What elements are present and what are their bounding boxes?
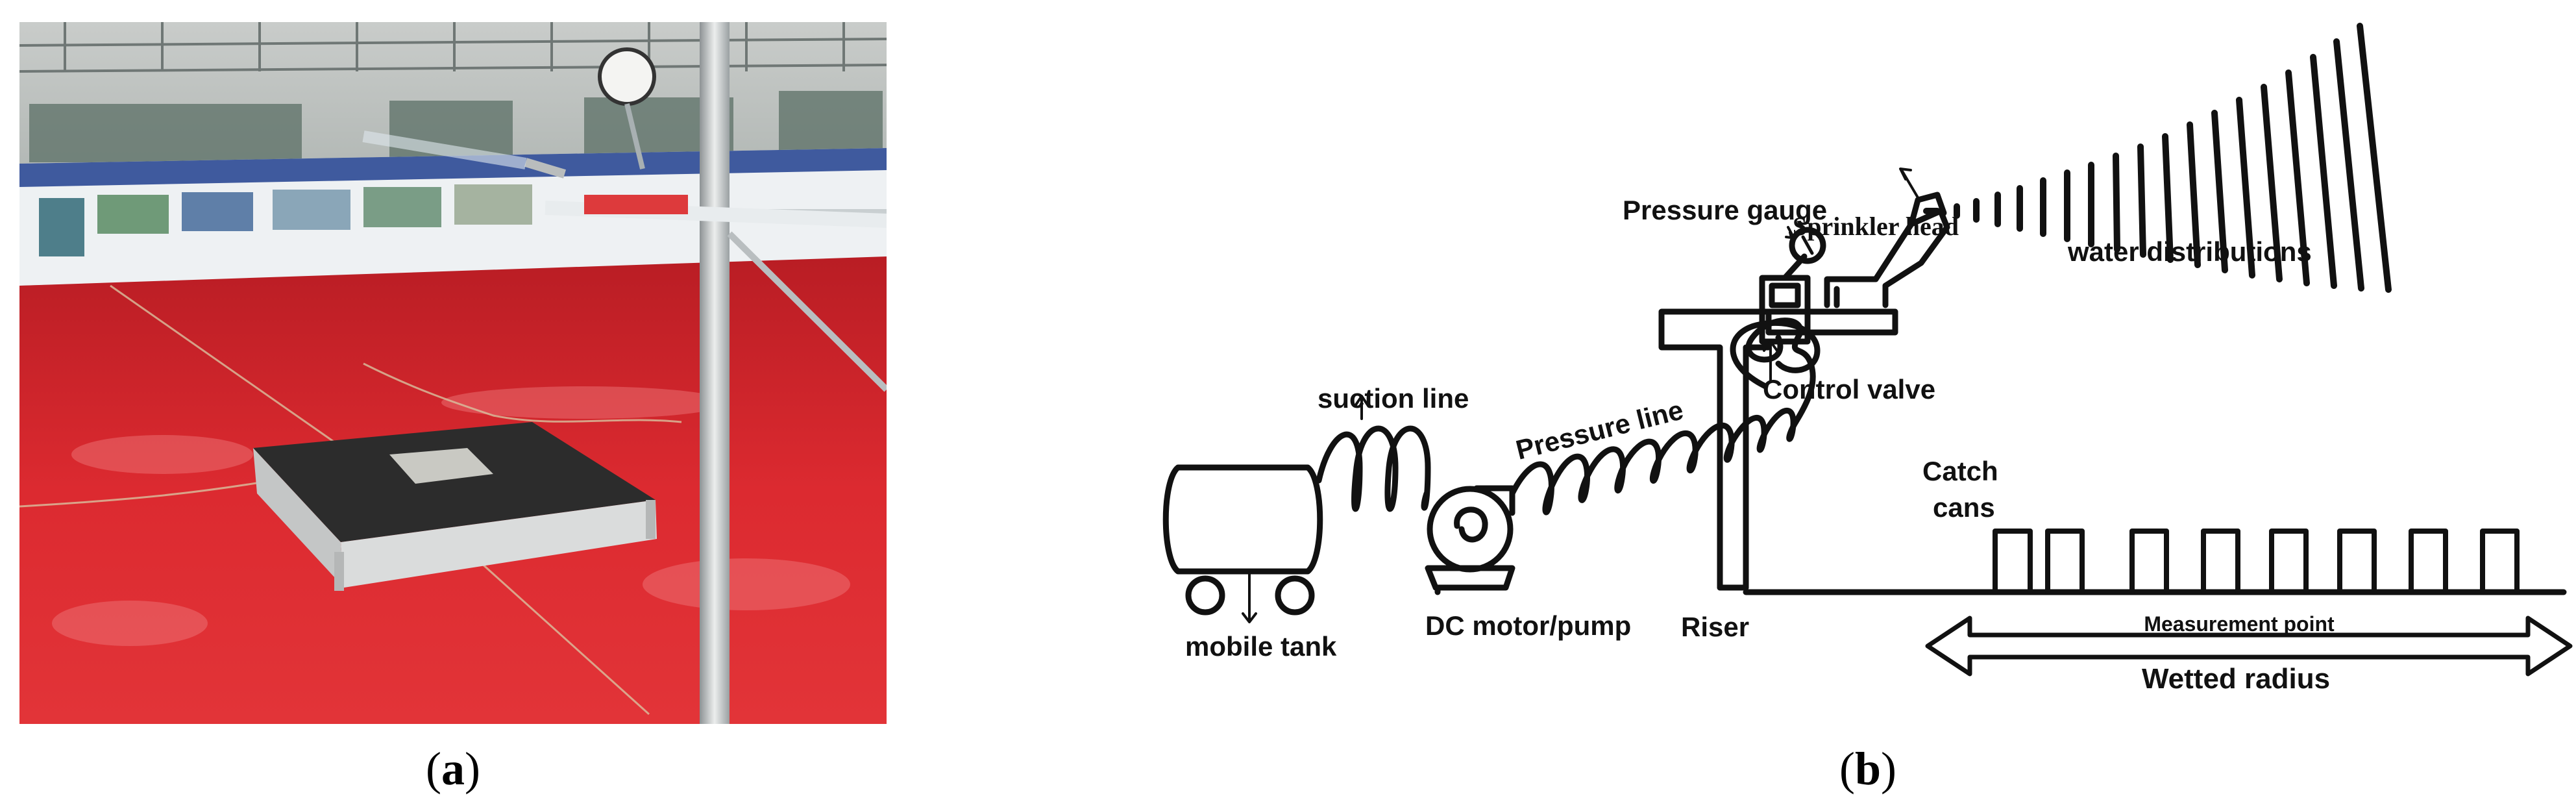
water-distribution-spray — [1923, 23, 2392, 293]
label-cans: cans — [1933, 492, 1995, 523]
catch-can — [2045, 529, 2085, 595]
dc-motor-pump — [1425, 485, 1515, 595]
label-measurement-point: Measurement point — [2144, 612, 2335, 636]
support-pole — [700, 22, 730, 724]
label-riser: Riser — [1681, 612, 1749, 642]
catch-can — [2337, 529, 2377, 595]
exhibition-banner — [19, 148, 887, 286]
floor-reflections — [52, 386, 850, 646]
panel-b-schematic — [1162, 23, 2573, 677]
riser — [1658, 308, 2567, 595]
wetted-radius-arrow — [1925, 616, 2573, 677]
control-valve — [1759, 253, 1898, 345]
panel-a-photo — [19, 22, 887, 724]
catch-can — [2129, 529, 2169, 595]
catch-cans — [1993, 529, 2520, 595]
panel-b-caption: (b) — [1839, 743, 1896, 795]
label-suction-line: suction line — [1318, 383, 1469, 414]
catch-can — [2201, 529, 2240, 595]
label-wetted-radius: Wetted radius — [2142, 663, 2330, 695]
pressure-gauge — [1785, 226, 1826, 264]
catch-can — [1993, 529, 2033, 595]
label-catch: Catch — [1922, 456, 1998, 486]
panel-b-labels: Sprinkler head Pressure gauge water dist… — [1185, 195, 2335, 695]
suction-line — [1316, 425, 1431, 512]
sprinkler-rig — [362, 47, 887, 392]
label-control-valve: Control valve — [1763, 374, 1935, 404]
catch-can — [2409, 529, 2448, 595]
mobile-tank — [1162, 464, 1323, 623]
catch-box — [253, 422, 657, 591]
label-sprinkler-head: Sprinkler head — [1793, 212, 1959, 241]
panel-a-caption: (a) — [426, 743, 480, 795]
label-dc-motor-pump: DC motor/pump — [1425, 610, 1631, 641]
label-mobile-tank: mobile tank — [1185, 631, 1337, 662]
catch-can — [2269, 529, 2309, 595]
upper-railing — [19, 22, 887, 73]
catch-can — [2480, 529, 2520, 595]
label-pressure-gauge: Pressure gauge — [1623, 195, 1827, 225]
label-water-distributions: water distributions — [2067, 236, 2312, 267]
